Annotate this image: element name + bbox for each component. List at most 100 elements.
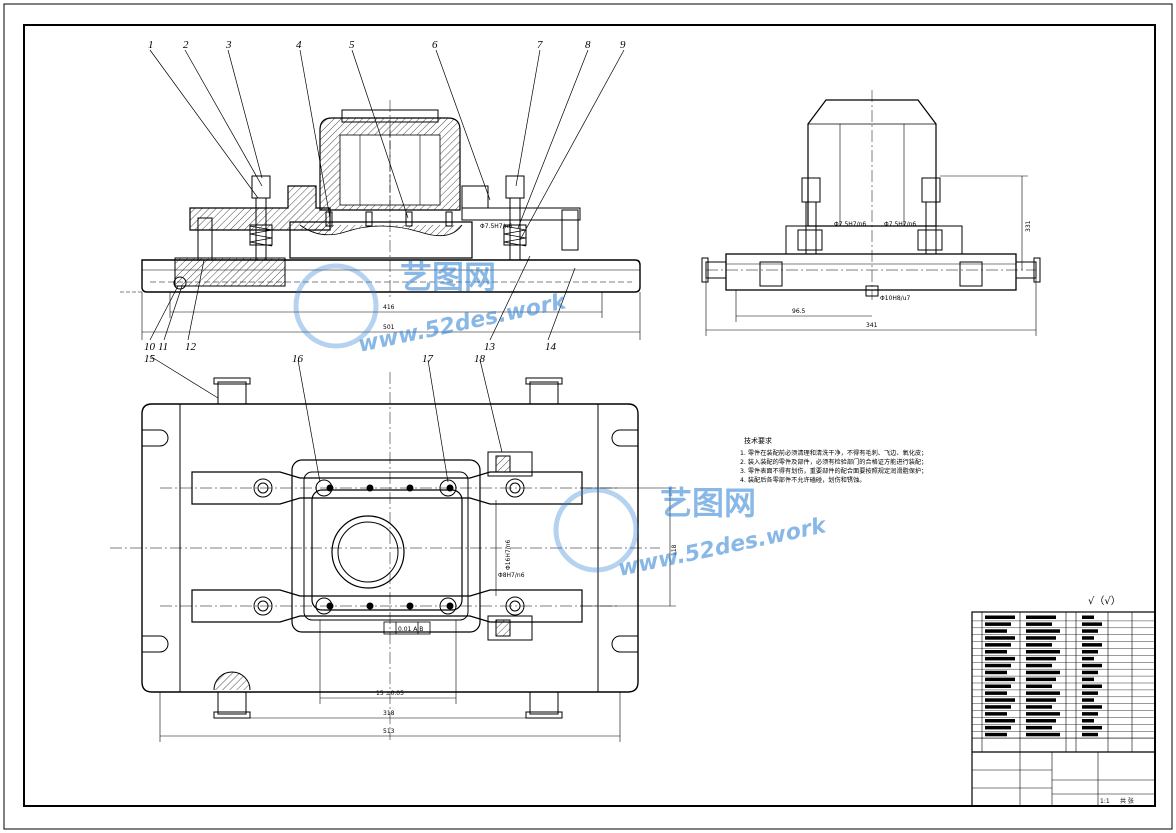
bom-cell-mark <box>1026 732 1060 737</box>
bom-cell-mark <box>1026 643 1052 647</box>
bom-cell-mark <box>1026 615 1056 619</box>
dim-front-501: 501 <box>383 324 395 331</box>
bom-cell-mark <box>985 636 1015 640</box>
bom-cell-mark <box>985 656 1015 661</box>
notes-line-4: 4. 装配后各零部件不允许磕碰，划伤和锈蚀。 <box>740 476 865 484</box>
side-view <box>701 90 1041 336</box>
item-label-12: 12 <box>185 341 197 353</box>
bom-cell-mark <box>1026 663 1052 668</box>
outer-border <box>3 3 1173 830</box>
inner-border <box>23 24 1156 807</box>
item-label-8: 8 <box>585 39 591 51</box>
dim-top-513: 513 <box>383 728 395 735</box>
bom-cell-mark <box>1026 650 1060 654</box>
bom-cell-mark <box>1082 656 1094 661</box>
bom-cell-mark <box>1026 636 1056 640</box>
bom-cell-mark <box>985 732 1007 737</box>
dim-top-118: 118 <box>671 544 678 556</box>
bom-cell-mark <box>1026 670 1060 675</box>
bom-cell-mark <box>1082 643 1102 647</box>
watermark-brand-2: 艺图网 <box>660 484 756 522</box>
watermark-brand-1: 艺图网 <box>400 258 496 296</box>
bom-cell-mark <box>1082 670 1098 675</box>
bom-cell-mark <box>1082 650 1098 654</box>
fit-annotation-3: Φ7.5H7/n6 <box>884 221 916 228</box>
item-label-1: 1 <box>148 39 154 51</box>
bom-cell-mark <box>1026 705 1052 709</box>
fit-annotation-1: Φ7.5H7/n6 <box>480 223 512 230</box>
bom-cell-mark <box>1082 725 1102 730</box>
bom-cell-mark <box>1026 677 1056 682</box>
dim-top-318: 318 <box>383 710 395 717</box>
bom-cell-mark <box>1026 719 1056 723</box>
bom-cell-mark <box>1082 698 1094 702</box>
bom-cell-mark <box>985 698 1015 702</box>
bom-cell-mark <box>1026 712 1060 716</box>
bom-cell-mark <box>985 725 1011 730</box>
bom-cell-mark <box>1082 712 1098 716</box>
title-block-sheet: 共 张 <box>1120 797 1134 805</box>
item-label-14: 14 <box>545 341 557 353</box>
bom-cell-mark <box>985 615 1015 619</box>
watermark-url-2: www.52des.work <box>616 513 829 582</box>
bom-cell-mark <box>1082 691 1098 695</box>
bom-table <box>971 611 1156 807</box>
bom-cell-mark <box>1082 732 1098 737</box>
bom-cell-mark <box>985 663 1011 668</box>
item-label-6: 6 <box>432 39 438 51</box>
bom-cell-mark <box>985 684 1011 688</box>
item-label-4: 4 <box>296 39 302 51</box>
bom-cell-mark <box>1082 719 1094 723</box>
bom-cell-mark <box>1082 677 1094 682</box>
bom-cell-mark <box>1026 684 1052 688</box>
bom-cell-mark <box>1026 622 1052 626</box>
leader-lines <box>149 49 625 483</box>
tolerance-frame-text: 0.01 A B <box>398 626 423 633</box>
item-label-15: 15 <box>144 353 156 365</box>
fit-annotation-2: Φ7.5H7/n6 <box>834 221 866 228</box>
item-label-10: 10 <box>144 341 156 353</box>
bom-cell-mark <box>985 650 1007 654</box>
bom-cell-mark <box>1082 705 1102 709</box>
item-label-13: 13 <box>484 341 496 353</box>
item-label-11: 11 <box>158 341 168 353</box>
bom-cell-mark <box>1082 622 1102 626</box>
item-label-7: 7 <box>537 39 543 51</box>
item-label-2: 2 <box>183 39 189 51</box>
item-label-5: 5 <box>349 39 355 51</box>
watermark-2: 艺图网 www.52des.work <box>553 484 830 582</box>
dim-front-416: 416 <box>383 304 395 311</box>
roughness-symbol: √（√） <box>1088 595 1121 607</box>
bom-rows <box>972 615 1155 739</box>
fit-annotation-5: Φ16H7/n6 <box>505 539 512 570</box>
bom-cell-mark <box>1082 636 1094 640</box>
bom-cell-mark <box>985 677 1015 682</box>
notes-line-2: 2. 装入装配的零件及部件，必须有检验部门的合格证方能进行装配； <box>740 458 927 466</box>
title-block-scale: 1:1 <box>1100 798 1110 805</box>
bom-cell-mark <box>1082 629 1098 633</box>
item-label-3: 3 <box>225 39 232 51</box>
watermark-1: 艺图网 www.52des.work <box>293 258 570 358</box>
dim-top-hole: 15 ±0.05 <box>376 690 404 697</box>
bom-cell-mark <box>985 705 1011 709</box>
bom-cell-mark <box>985 670 1007 675</box>
bom-cell-mark <box>1026 629 1060 633</box>
fit-annotation-6: Φ8H7/n6 <box>498 572 525 579</box>
bom-cell-mark <box>1082 615 1094 619</box>
fit-annotation-4: Φ10H8/u7 <box>880 295 911 302</box>
bom-cell-mark <box>1026 656 1056 661</box>
bom-cell-mark <box>985 712 1007 716</box>
bom-cell-mark <box>1026 691 1060 695</box>
bom-cell-mark <box>985 622 1011 626</box>
notes-line-3: 3. 零件表面不得有划伤，重要部件的配合面要按照规定润滑脂保护； <box>740 467 927 475</box>
item-label-18: 18 <box>474 353 486 365</box>
bom-cell-mark <box>985 691 1007 695</box>
bom-cell-mark <box>985 719 1015 723</box>
bom-cell-mark <box>1026 698 1056 702</box>
bom-cell-mark <box>1026 725 1052 730</box>
bom-cell-mark <box>985 643 1011 647</box>
bom-cell-mark <box>1082 684 1102 688</box>
item-label-17: 17 <box>422 353 434 365</box>
dim-side-96-5: 96.5 <box>792 308 806 315</box>
